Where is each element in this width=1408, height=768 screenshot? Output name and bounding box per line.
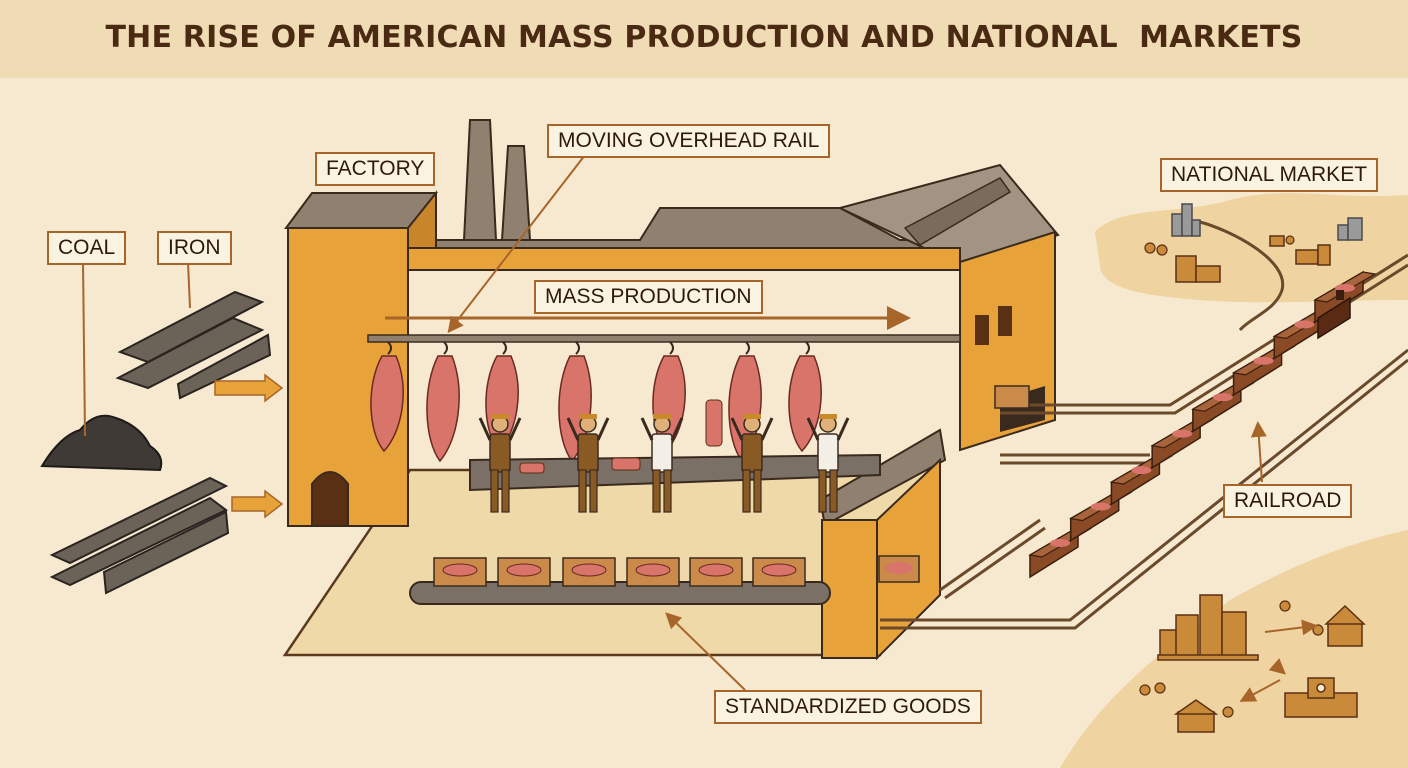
crate-row (433, 557, 806, 587)
steak-icon (885, 562, 913, 574)
moving-overhead-rail-label: MOVING OVERHEAD RAIL (547, 124, 831, 158)
meat-piece-icon (519, 462, 545, 474)
standardized-goods-label: STANDARDIZED GOODS (714, 690, 982, 724)
leader-lines (82, 154, 1267, 691)
meat-crate-icon (433, 557, 487, 587)
factory-right-window (998, 306, 1012, 336)
tree-icon (1144, 235, 1295, 256)
trade-arrows (1239, 619, 1318, 702)
worker-row (478, 414, 850, 513)
smokestack-left-icon (462, 119, 498, 241)
railroad-tracks (880, 253, 1408, 630)
city-icon (1171, 203, 1201, 237)
freight-train (1028, 270, 1377, 579)
meat-crate-icon (994, 385, 1030, 409)
winding-road (1199, 220, 1285, 332)
overhead-rail (367, 334, 961, 343)
worker-icon (566, 414, 610, 513)
coal-pile-icon (40, 414, 163, 472)
meat-carcass-icon (426, 341, 460, 463)
locomotive-icon (1317, 290, 1351, 340)
city-icon (1337, 217, 1363, 241)
meat-crate-icon (689, 557, 743, 587)
worker-icon (730, 414, 774, 513)
house-icon (1173, 604, 1366, 733)
meat-crate-icon (752, 557, 806, 587)
worker-icon (806, 414, 850, 513)
factory-label: FACTORY (315, 152, 436, 186)
mass-production-label: MASS PRODUCTION (534, 280, 763, 314)
meat-crate-icon (626, 557, 680, 587)
lower-conveyor (409, 581, 831, 605)
factory-door (311, 471, 349, 527)
national-market-label: NATIONAL MARKET (1160, 158, 1379, 192)
factory-right-window (975, 315, 989, 345)
railroad-label: RAILROAD (1223, 484, 1353, 518)
iron-label: IRON (157, 231, 232, 265)
meat-crate-icon (562, 557, 616, 587)
factory-beam (407, 247, 961, 271)
title-banner (0, 0, 1408, 78)
meat-crate-icon (497, 557, 551, 587)
meat-piece-icon (705, 399, 723, 447)
input-arrows (214, 373, 284, 519)
iron-beam-icon (49, 476, 230, 595)
town-hall-icon (1284, 677, 1358, 718)
smokestack-right-icon (500, 145, 532, 241)
factory-front-roof (818, 428, 947, 527)
city-icon (1157, 594, 1259, 661)
factory-roof-vent (903, 177, 1012, 246)
iron-beam-icon (115, 290, 272, 400)
meat-carcass-icon (370, 341, 404, 453)
meat-piece-icon (611, 457, 641, 471)
house-icon (1175, 235, 1331, 283)
worker-icon (640, 414, 684, 513)
factory-front-wall (821, 519, 878, 659)
worker-icon (478, 414, 522, 513)
coal-label: COAL (47, 231, 127, 265)
tree-icon (1139, 600, 1324, 718)
page-title: THE RISE OF AMERICAN MASS PRODUCTION AND… (105, 20, 1303, 55)
